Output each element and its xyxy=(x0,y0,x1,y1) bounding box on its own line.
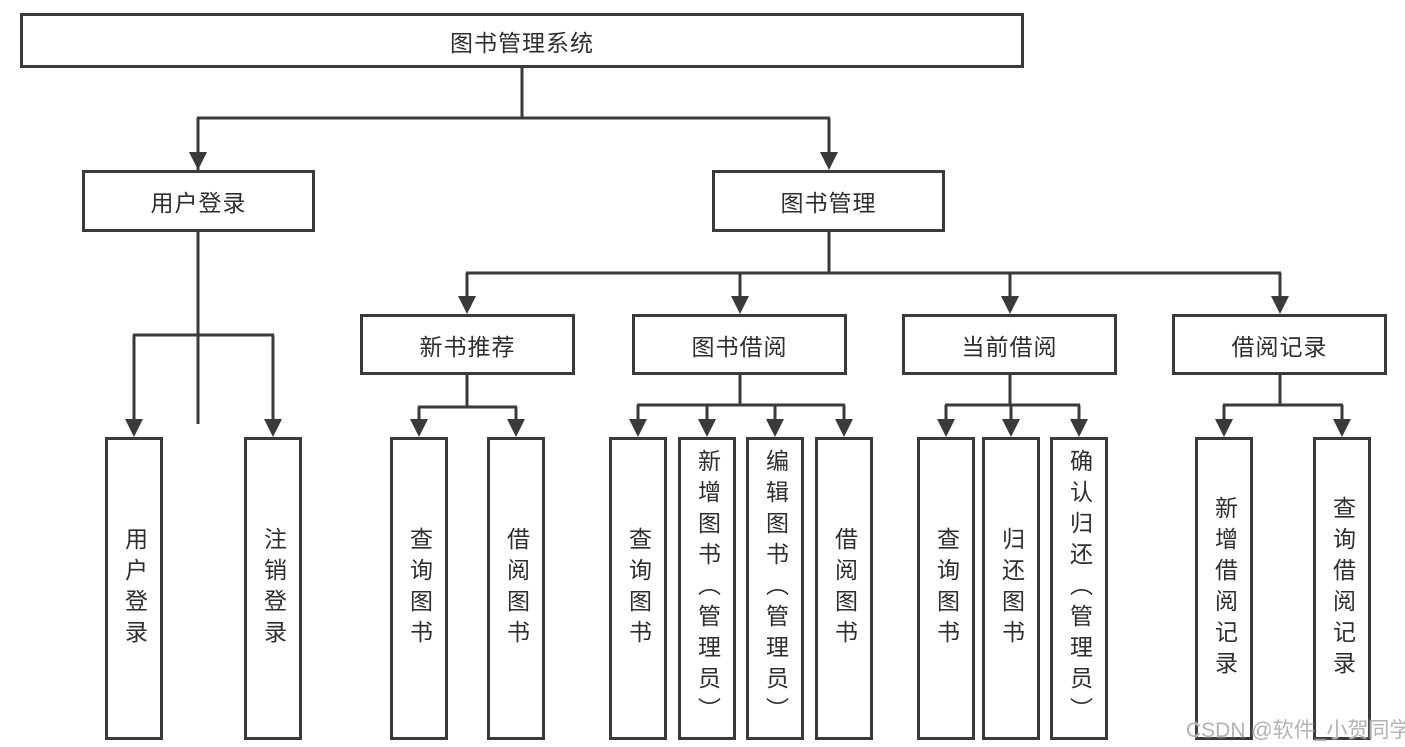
leaf-add-book-admin: 新增图书（管理员） xyxy=(678,437,736,740)
csdn-watermark: CSDN @软件_小贺同学 xyxy=(1186,719,1405,742)
leaf-return-book-label: 归还图书 xyxy=(998,526,1025,651)
node-new-book-recommend-label: 新书推荐 xyxy=(419,333,516,360)
node-borrow-record: 借阅记录 xyxy=(1172,314,1387,375)
leaf-query-book-3-label: 查询图书 xyxy=(933,526,960,651)
leaf-edit-book-admin-label: 编辑图书（管理员） xyxy=(762,449,789,728)
arrowheads xyxy=(125,152,1351,437)
leaf-borrow-book-2: 借阅图书 xyxy=(815,437,873,740)
leaf-borrow-book-1: 借阅图书 xyxy=(487,437,545,740)
leaf-borrow-book-1-label: 借阅图书 xyxy=(503,526,530,651)
node-current-borrow-label: 当前借阅 xyxy=(961,333,1058,360)
leaf-query-borrow-record-label: 查询借阅记录 xyxy=(1329,495,1356,682)
leaf-return-book: 归还图书 xyxy=(982,437,1040,740)
leaf-user-login-label: 用户登录 xyxy=(121,526,148,651)
leaf-query-book-2-label: 查询图书 xyxy=(625,526,652,651)
leaf-add-book-admin-label: 新增图书（管理员） xyxy=(694,449,721,728)
leaf-query-borrow-record: 查询借阅记录 xyxy=(1313,437,1371,740)
leaf-logout-label: 注销登录 xyxy=(260,526,287,651)
leaf-user-login: 用户登录 xyxy=(105,437,163,740)
leaf-confirm-return-admin: 确认归还（管理员） xyxy=(1050,437,1108,740)
leaf-confirm-return-admin-label: 确认归还（管理员） xyxy=(1066,449,1093,728)
node-book-management: 图书管理 xyxy=(712,170,945,232)
leaf-query-book-1: 查询图书 xyxy=(390,437,448,740)
leaf-borrow-book-2-label: 借阅图书 xyxy=(831,526,858,651)
node-user-login: 用户登录 xyxy=(82,170,315,232)
node-book-borrow: 图书借阅 xyxy=(632,314,847,375)
node-user-login-label: 用户登录 xyxy=(150,190,247,216)
node-borrow-record-label: 借阅记录 xyxy=(1231,333,1328,360)
node-book-borrow-label: 图书借阅 xyxy=(691,333,788,360)
leaf-add-borrow-record: 新增借阅记录 xyxy=(1195,437,1253,740)
node-root-label: 图书管理系统 xyxy=(450,29,594,56)
leaf-logout: 注销登录 xyxy=(244,437,302,740)
leaf-add-borrow-record-label: 新增借阅记录 xyxy=(1211,495,1238,682)
connector-path xyxy=(132,68,1344,424)
leaf-query-book-3: 查询图书 xyxy=(917,437,975,740)
node-new-book-recommend: 新书推荐 xyxy=(360,314,575,375)
node-current-borrow: 当前借阅 xyxy=(902,314,1117,375)
leaf-query-book-1-label: 查询图书 xyxy=(406,526,433,651)
node-root: 图书管理系统 xyxy=(20,13,1024,68)
leaf-query-book-2: 查询图书 xyxy=(609,437,667,740)
leaf-edit-book-admin: 编辑图书（管理员） xyxy=(746,437,804,740)
node-book-management-label: 图书管理 xyxy=(780,190,877,216)
